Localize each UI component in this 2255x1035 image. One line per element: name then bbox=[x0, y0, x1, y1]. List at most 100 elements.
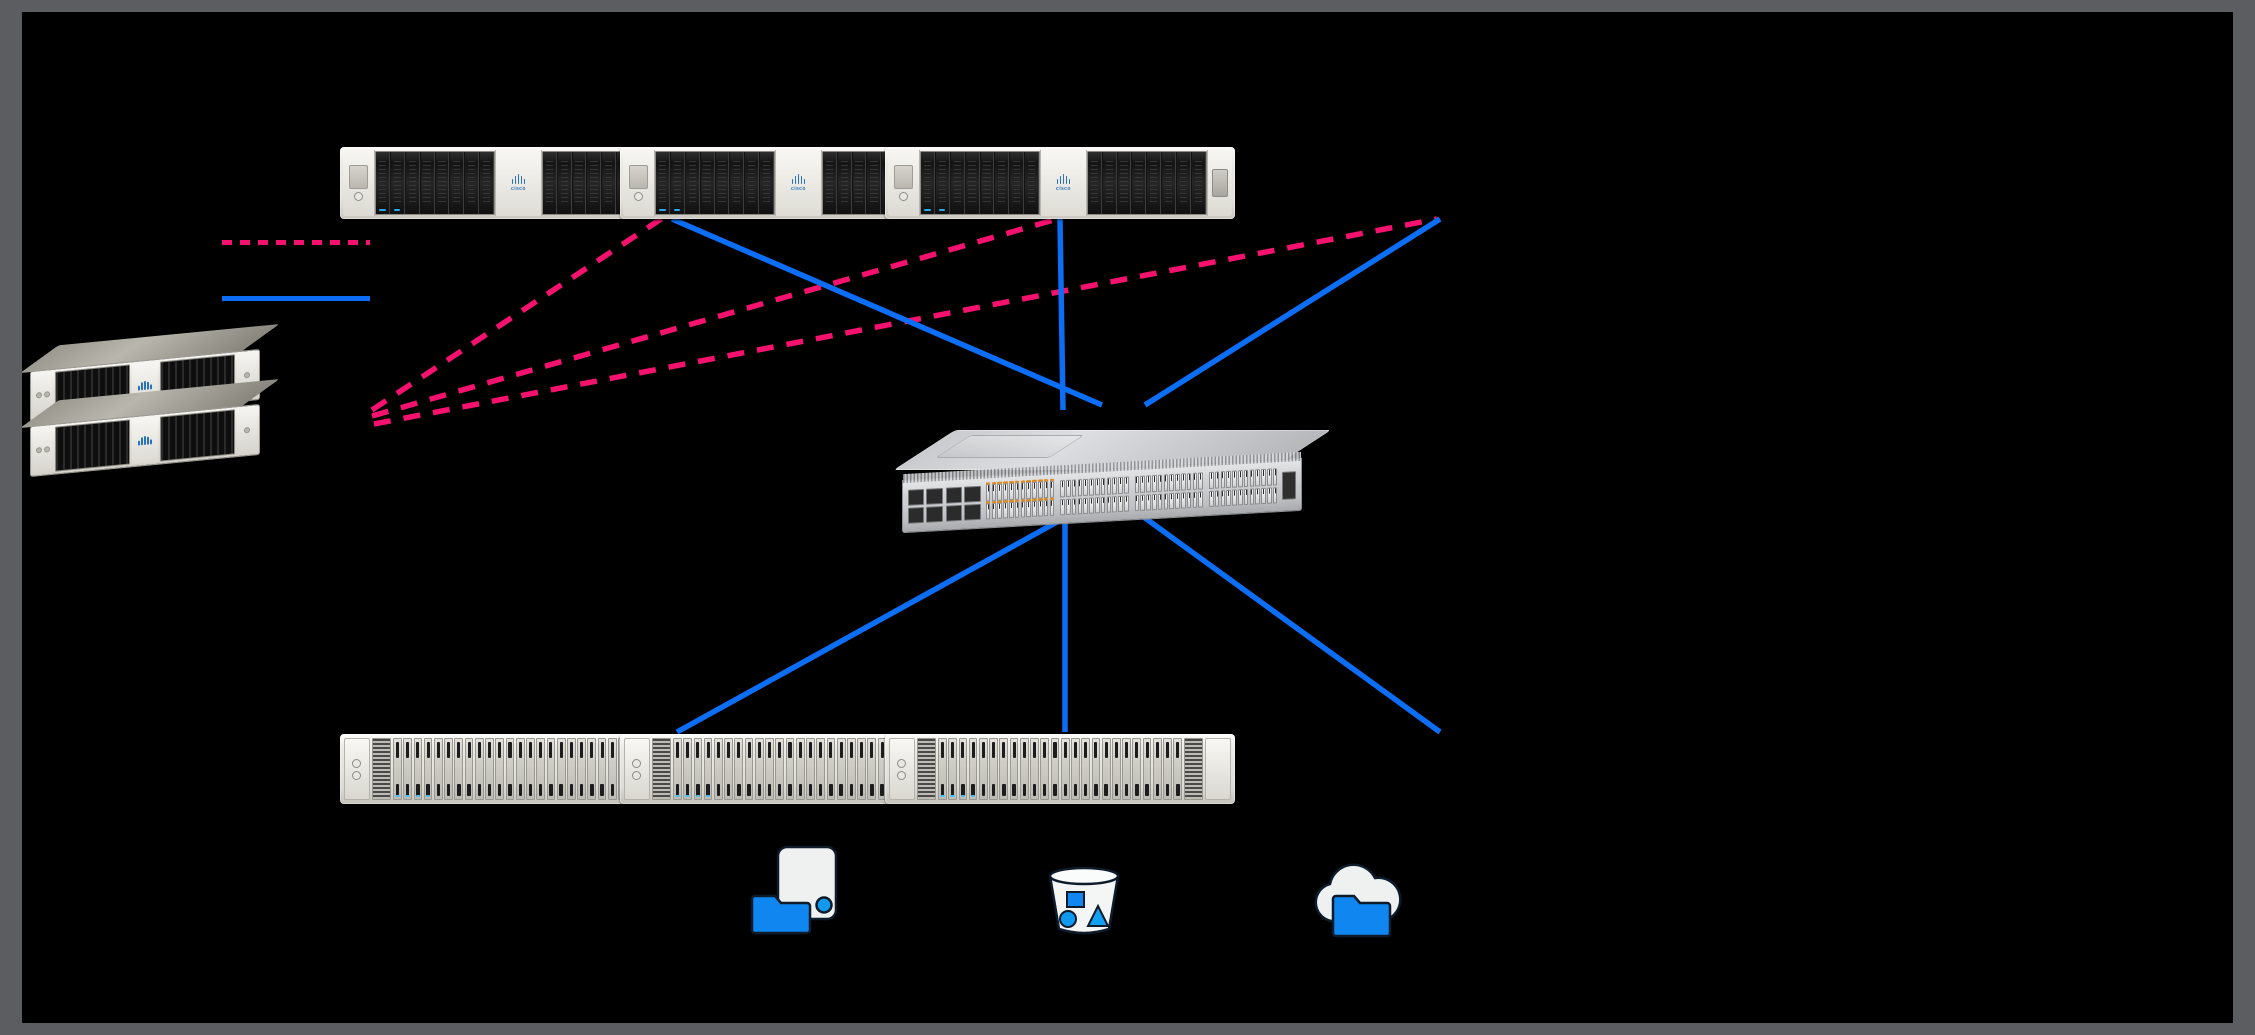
switch-rj45-port[interactable] bbox=[1208, 490, 1214, 507]
switch-rj45-port[interactable] bbox=[1163, 474, 1169, 491]
drive-bay[interactable] bbox=[435, 152, 450, 214]
drive-sled[interactable] bbox=[1101, 738, 1111, 800]
drive-bay[interactable] bbox=[950, 152, 965, 214]
drive-sled[interactable] bbox=[444, 738, 453, 800]
switch-rj45-port[interactable] bbox=[1037, 481, 1043, 498]
drive-bay-group[interactable] bbox=[654, 151, 776, 215]
switch-rj45-port[interactable] bbox=[1100, 477, 1106, 495]
drive-bay[interactable] bbox=[995, 152, 1010, 214]
switch-rj45-port[interactable] bbox=[1026, 481, 1031, 499]
drive-sled[interactable] bbox=[1122, 738, 1131, 800]
drive-sled[interactable] bbox=[693, 738, 703, 800]
drive-sled-row[interactable] bbox=[938, 738, 1183, 800]
switch-rj45-port[interactable] bbox=[1214, 471, 1220, 489]
switch-rj45-port[interactable] bbox=[1037, 499, 1043, 517]
switch-port-group[interactable] bbox=[1058, 476, 1130, 497]
switch-rj45-port[interactable] bbox=[997, 483, 1003, 501]
switch-rj45-port[interactable] bbox=[1100, 496, 1106, 513]
drive-bay[interactable] bbox=[1010, 152, 1025, 214]
drive-sled[interactable] bbox=[577, 738, 586, 800]
drive-sled[interactable] bbox=[1019, 738, 1029, 800]
switch-rj45-port[interactable] bbox=[1266, 486, 1272, 504]
object-storage-icon[interactable] bbox=[1044, 864, 1124, 939]
switch-rj45-port[interactable] bbox=[1112, 477, 1117, 494]
drive-bay[interactable] bbox=[572, 152, 587, 214]
switch-rj45-port[interactable] bbox=[1003, 501, 1008, 519]
drive-bay[interactable] bbox=[1177, 152, 1192, 214]
drive-sled[interactable] bbox=[1081, 738, 1091, 800]
switch-rj45-port[interactable] bbox=[1140, 475, 1145, 493]
switch-rj45-port[interactable] bbox=[1157, 474, 1163, 492]
drive-sled[interactable] bbox=[703, 738, 713, 800]
drive-bay[interactable] bbox=[420, 152, 435, 214]
drive-bay[interactable] bbox=[587, 152, 602, 214]
switch-rj45-port[interactable] bbox=[1020, 482, 1026, 499]
drive-bay-group[interactable] bbox=[374, 151, 496, 215]
drive-bay[interactable] bbox=[1192, 152, 1206, 214]
drive-sled[interactable] bbox=[826, 738, 836, 800]
drive-sled[interactable] bbox=[546, 738, 556, 800]
switch-rj45-port[interactable] bbox=[1066, 479, 1071, 497]
drive-sled[interactable] bbox=[775, 738, 785, 800]
drive-bay[interactable] bbox=[980, 152, 995, 214]
drive-sled[interactable] bbox=[754, 738, 764, 800]
switch-rj45-port[interactable] bbox=[1261, 468, 1266, 486]
drive-sled[interactable] bbox=[948, 738, 957, 800]
switch-rj45-port[interactable] bbox=[1043, 480, 1049, 498]
drive-bay[interactable] bbox=[1117, 152, 1132, 214]
drive-bay[interactable] bbox=[920, 152, 935, 214]
switch-rj45-port[interactable] bbox=[1014, 500, 1020, 518]
drive-sled[interactable] bbox=[474, 738, 484, 800]
drive-sled[interactable] bbox=[1091, 738, 1101, 800]
switch-rj45-port[interactable] bbox=[1261, 487, 1266, 504]
drive-bay[interactable] bbox=[465, 152, 480, 214]
switch-rj45-port[interactable] bbox=[1180, 491, 1186, 509]
drive-sled[interactable] bbox=[795, 738, 805, 800]
drive-sled[interactable] bbox=[556, 738, 566, 800]
drive-sled[interactable] bbox=[938, 738, 947, 800]
switch-rj45-port[interactable] bbox=[1032, 481, 1037, 499]
switch-rj45-port[interactable] bbox=[1163, 492, 1169, 510]
drive-sled[interactable] bbox=[978, 738, 988, 800]
switch-port-group[interactable] bbox=[1133, 490, 1205, 511]
drive-bay[interactable] bbox=[542, 152, 557, 214]
switch-management-port[interactable] bbox=[1282, 470, 1296, 500]
drive-sled[interactable] bbox=[734, 738, 744, 800]
drive-sled[interactable] bbox=[505, 738, 515, 800]
drive-bay[interactable] bbox=[480, 152, 495, 214]
switch-rj45-port[interactable] bbox=[1208, 471, 1214, 489]
drive-sled[interactable] bbox=[423, 738, 433, 800]
switch-port-group[interactable] bbox=[1058, 494, 1130, 515]
switch-rj45-port[interactable] bbox=[1026, 500, 1031, 517]
switch-rj45-port[interactable] bbox=[1020, 500, 1026, 518]
switch-rj45-port[interactable] bbox=[1112, 495, 1117, 513]
switch-rj45-port[interactable] bbox=[985, 502, 991, 520]
cloud-storage-icon[interactable] bbox=[1305, 855, 1405, 940]
switch-rj45-port[interactable] bbox=[1094, 496, 1100, 514]
switch-rj45-port[interactable] bbox=[1077, 497, 1083, 515]
drive-bay[interactable] bbox=[602, 152, 617, 214]
drive-sled[interactable] bbox=[1060, 738, 1070, 800]
drive-bay[interactable] bbox=[375, 152, 390, 214]
drive-bay[interactable] bbox=[450, 152, 465, 214]
drive-sled[interactable] bbox=[765, 738, 774, 800]
switch-port-group[interactable] bbox=[1207, 486, 1279, 507]
drive-sled[interactable] bbox=[1142, 738, 1152, 800]
left-stack-unit-2[interactable] bbox=[22, 378, 280, 477]
drive-sled[interactable] bbox=[958, 738, 968, 800]
drive-sled[interactable] bbox=[683, 738, 692, 800]
file-storage-icon[interactable] bbox=[750, 842, 850, 937]
drive-sled-row[interactable] bbox=[673, 738, 918, 800]
drive-sled[interactable] bbox=[1132, 738, 1142, 800]
drive-sled[interactable] bbox=[744, 738, 754, 800]
drive-bay[interactable] bbox=[852, 152, 867, 214]
switch-rj45-port[interactable] bbox=[1249, 487, 1255, 505]
switch-rj45-port[interactable] bbox=[997, 501, 1003, 519]
switch-rj45-port[interactable] bbox=[1220, 489, 1226, 507]
drive-bay-group[interactable] bbox=[1086, 151, 1207, 215]
drive-bay[interactable] bbox=[965, 152, 980, 214]
drive-sled[interactable] bbox=[597, 738, 607, 800]
switch-rj45-port[interactable] bbox=[1180, 473, 1186, 490]
switch-rj45-port[interactable] bbox=[1232, 488, 1237, 506]
drive-sled[interactable] bbox=[433, 738, 443, 800]
